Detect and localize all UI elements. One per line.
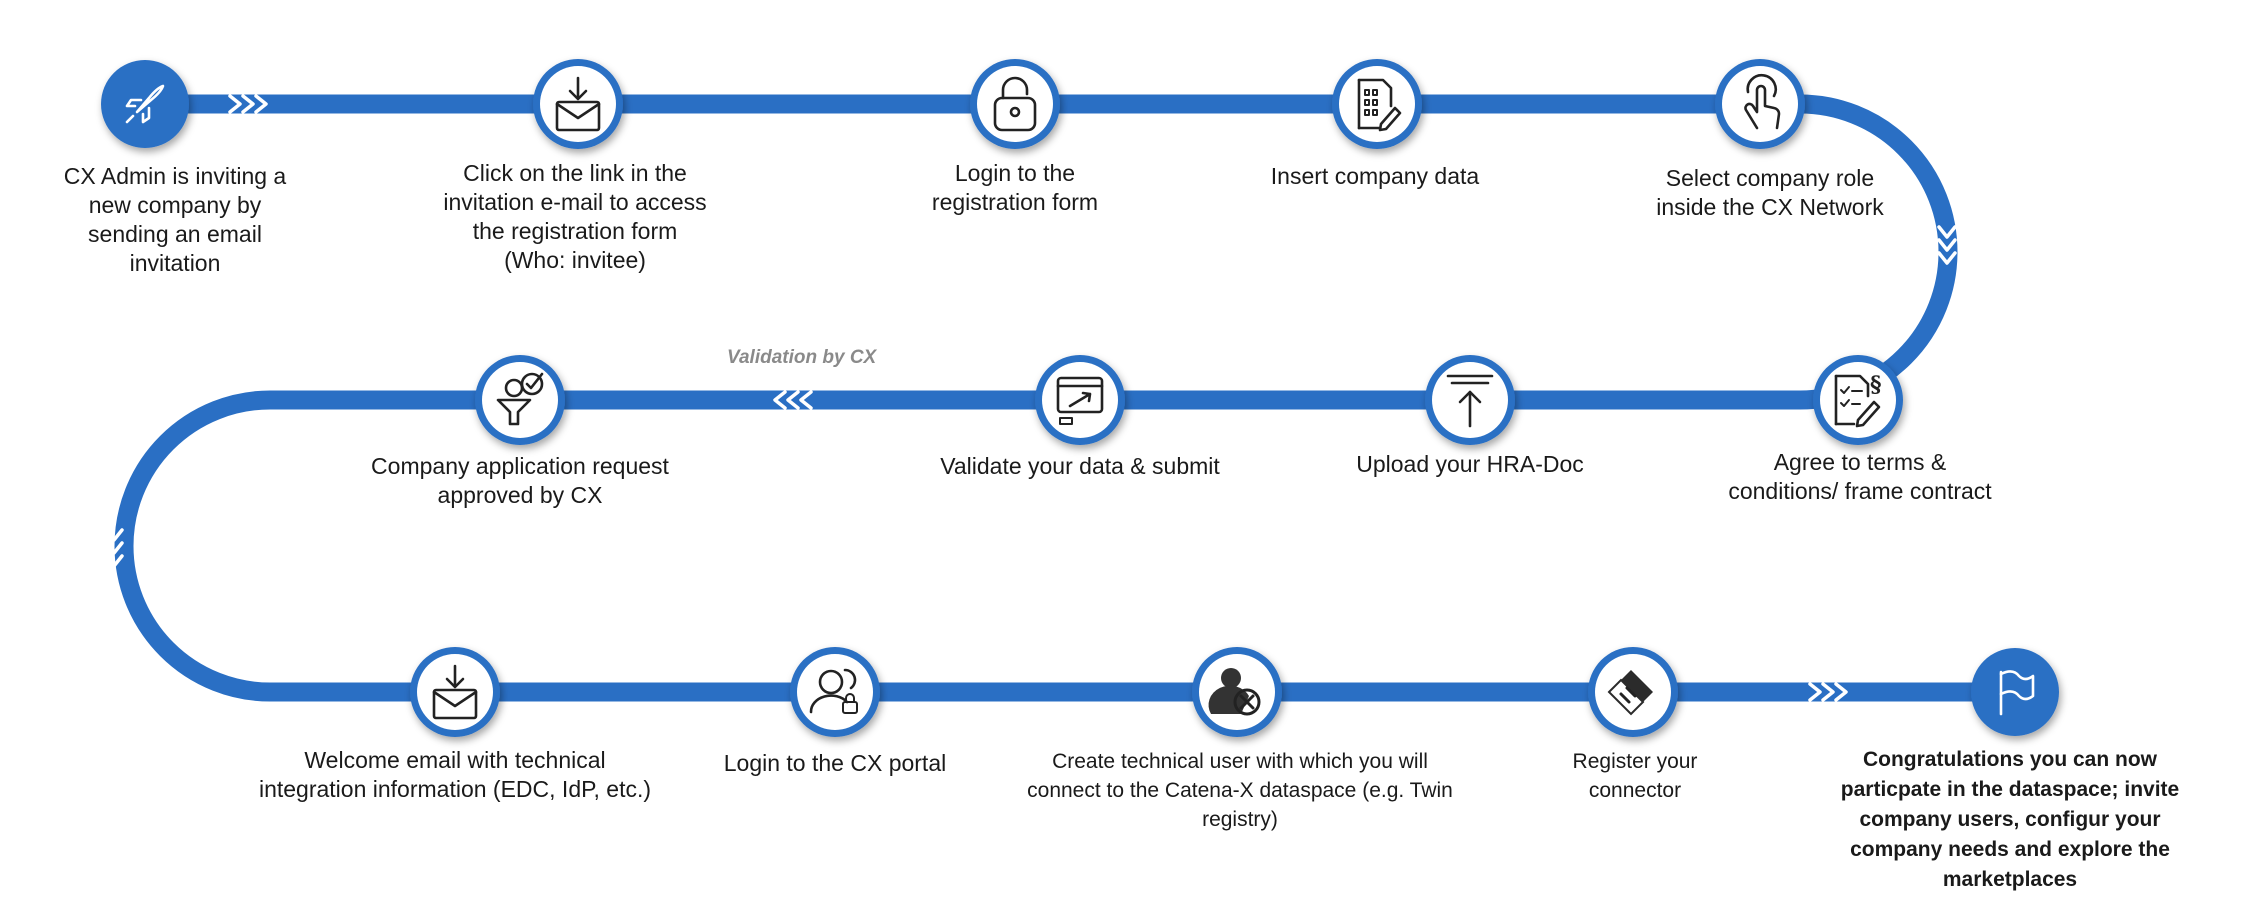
connector-icon <box>1607 670 1653 716</box>
step-label-line: invitation e-mail to access <box>443 189 707 215</box>
svg-text:§: § <box>1870 372 1882 398</box>
step-label-line: new company by <box>88 192 262 218</box>
step-label-line: Login to the <box>954 160 1076 186</box>
rocket-icon <box>125 84 165 124</box>
step-label-line: company needs and explore the <box>1850 838 2170 861</box>
step-label-line: Agree to terms & <box>1773 449 1947 475</box>
chevron-down-icon <box>1937 225 1957 265</box>
step-label-line: invitation <box>129 250 221 276</box>
step-node-company-role <box>1715 59 1805 149</box>
step-label-technical-user: Create technical user with which you wil… <box>1000 747 1480 834</box>
step-label-login-form: Login to the registration form <box>880 159 1150 217</box>
step-node-company-data <box>1332 59 1422 149</box>
step-label-line: approved by CX <box>437 482 603 508</box>
step-label-approved: Company application request approved by C… <box>340 452 700 510</box>
step-node-terms: § <box>1813 355 1903 445</box>
step-node-hra-doc <box>1425 355 1515 445</box>
contract-sign-icon: § <box>1834 372 1882 428</box>
step-label-line: (Who: invitee) <box>504 247 646 273</box>
step-label-line: Login to the CX portal <box>723 750 947 776</box>
step-label-line: Validate your data & submit <box>940 453 1220 479</box>
step-label-line: CX Admin is inviting a <box>63 163 287 189</box>
user-login-icon <box>809 668 858 714</box>
step-label-line: sending an email <box>88 221 262 247</box>
technical-user-icon <box>1208 668 1261 716</box>
step-label-line: Congratulations you can now <box>1862 748 2157 771</box>
step-label-invite: CX Admin is inviting a new company by send… <box>40 162 310 278</box>
step-label-line: Insert company data <box>1270 163 1480 189</box>
step-label-line: particpate in the dataspace; invite <box>1840 778 2180 801</box>
step-label-line: connect to the Catena-X dataspace (e.g. … <box>1027 779 1453 802</box>
email-download-icon <box>555 76 601 132</box>
padlock-icon <box>993 76 1037 132</box>
step-label-terms: Agree to terms & conditions/ frame contra… <box>1700 448 2020 506</box>
step-label-line: Company application request <box>371 453 669 479</box>
step-label-line: connector <box>1588 779 1682 802</box>
step-label-line: inside the CX Network <box>1656 194 1884 220</box>
step-label-line: registration form <box>931 189 1099 215</box>
step-node-connector <box>1588 647 1678 737</box>
step-label-hra-doc: Upload your HRA-Doc <box>1320 450 1620 479</box>
step-label-line: Welcome email with technical <box>304 747 606 773</box>
upload-icon <box>1446 374 1494 428</box>
step-node-validate <box>1035 355 1125 445</box>
step-node-login-portal <box>790 647 880 737</box>
chevron-right-icon <box>228 94 268 114</box>
step-node-technical-user <box>1192 647 1282 737</box>
email-download-icon <box>432 664 478 720</box>
chevron-left-icon <box>773 390 813 410</box>
step-node-approved <box>475 355 565 445</box>
step-label-line: conditions/ frame contract <box>1728 478 1992 504</box>
step-node-click-link <box>533 59 623 149</box>
step-label-line: Register your <box>1572 750 1698 773</box>
touch-hand-icon <box>1744 73 1781 130</box>
chevron-right-icon <box>1808 682 1848 702</box>
document-edit-icon <box>1357 78 1402 132</box>
step-node-welcome-email <box>410 647 500 737</box>
step-node-congrats <box>1971 648 2059 736</box>
step-label-welcome-email: Welcome email with technical integration … <box>220 746 690 804</box>
step-label-line: integration information (EDC, IdP, etc.) <box>258 776 652 802</box>
step-label-line: Upload your HRA-Doc <box>1356 451 1584 477</box>
step-node-login-form <box>970 59 1060 149</box>
step-label-validate: Validate your data & submit <box>900 452 1260 481</box>
screen-submit-icon <box>1056 376 1104 425</box>
step-label-line: Click on the link in the <box>463 160 687 186</box>
step-label-line: company users, configur your <box>1859 808 2161 831</box>
step-label-line: marketplaces <box>1942 868 2078 891</box>
step-label-congrats: Congratulations you can now particpate in… <box>1820 745 2200 895</box>
step-label-line: the registration form <box>472 218 678 244</box>
flag-icon <box>1999 670 2035 716</box>
validation-by-cx-label: Validation by CX <box>727 347 877 368</box>
step-label-company-data: Insert company data <box>1240 162 1510 191</box>
step-label-line: registry) <box>1202 808 1278 831</box>
chevron-down-icon <box>104 528 124 568</box>
step-label-line: Create technical user with which you wil… <box>1052 750 1428 773</box>
step-label-line: Select company role <box>1665 165 1875 191</box>
approval-person-icon <box>496 372 544 426</box>
step-node-invite <box>101 60 189 148</box>
step-label-connector: Register your connector <box>1530 747 1740 805</box>
step-label-login-portal: Login to the CX portal <box>690 749 980 778</box>
step-label-company-role: Select company role inside the CX Network <box>1620 164 1920 222</box>
step-label-click-link: Click on the link in the invitation e-mai… <box>420 159 730 275</box>
